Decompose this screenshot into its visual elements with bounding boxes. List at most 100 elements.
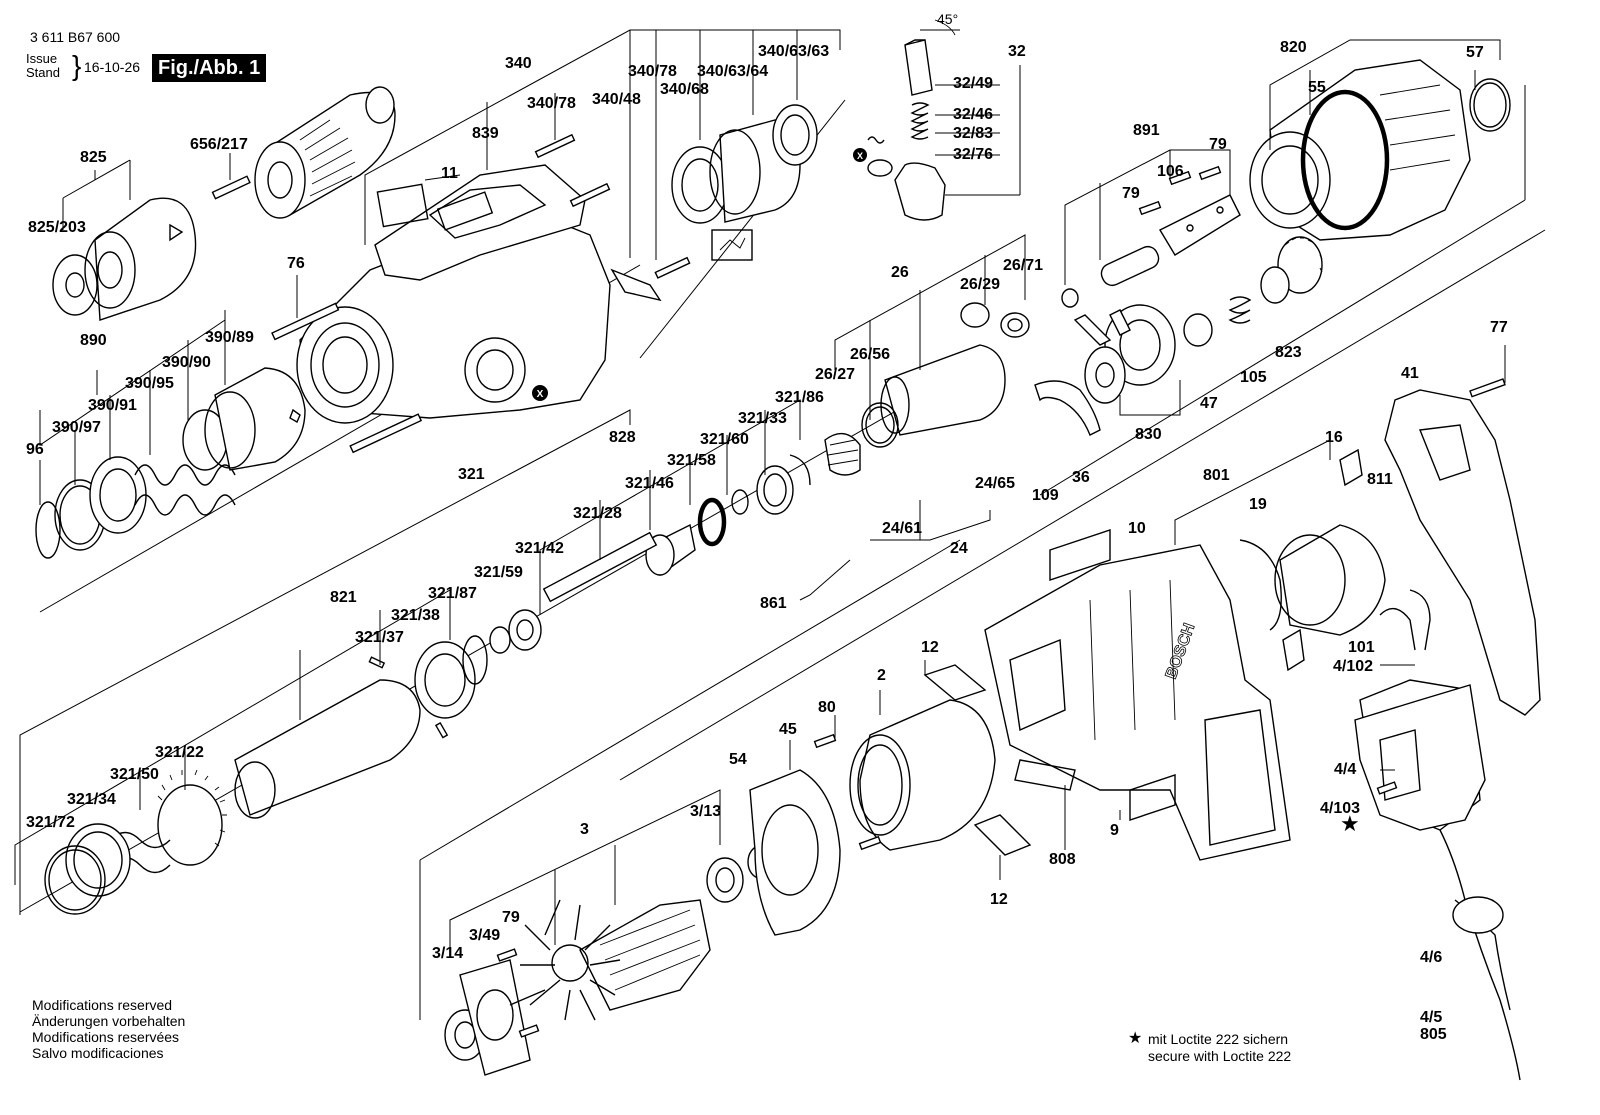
part-label: 321/42	[515, 540, 564, 557]
part-label: 340/78	[628, 63, 677, 80]
chuck-825-drawing	[52, 159, 197, 321]
part-label: 26	[891, 264, 909, 281]
part-label: 321/38	[391, 607, 440, 624]
tool-holder-821-drawing	[44, 635, 488, 915]
hammer-tube-321-drawing	[489, 454, 811, 654]
part-label: 45	[779, 721, 797, 738]
part-label: 340/63/64	[697, 63, 769, 80]
part-label: 79	[1209, 136, 1227, 153]
issue-brace: }	[72, 50, 82, 81]
part-label: 79	[502, 909, 520, 926]
part-label: 54	[729, 751, 747, 768]
document-number: 3 611 B67 600	[30, 29, 121, 45]
part-label: 808	[1049, 851, 1076, 868]
part-label: 340/78	[527, 95, 576, 112]
part-label: 825/203	[28, 219, 86, 236]
part-label: 2	[877, 667, 886, 684]
gear-housing-839-drawing: X	[271, 133, 691, 454]
figure-label: Fig./Abb. 1	[152, 54, 267, 82]
slider-891-drawing	[1061, 165, 1241, 308]
sds-chuck-drawing	[211, 86, 396, 219]
bearing-housing-820-drawing	[1249, 59, 1511, 241]
part-label: 9	[1110, 822, 1119, 839]
part-label: 57	[1466, 44, 1484, 61]
part-label: 26/27	[815, 366, 856, 383]
part-label: 4/5	[1420, 1009, 1443, 1026]
part-label: 32/83	[953, 125, 994, 142]
part-label: 823	[1275, 344, 1302, 361]
loctite-star-marker: ★	[1340, 811, 1360, 836]
part-label: 32/46	[953, 106, 994, 123]
part-label: 11	[441, 165, 458, 182]
part-label: 4/102	[1333, 658, 1374, 675]
part-label: 390/97	[52, 419, 101, 436]
part-label: 321/34	[67, 791, 116, 808]
part-label: 24/65	[975, 475, 1016, 492]
part-label: 828	[609, 429, 636, 446]
part-label: 3/13	[690, 803, 722, 820]
spring-pack-890-drawing	[35, 367, 306, 559]
part-label: 26/29	[960, 276, 1001, 293]
part-label: 26/71	[1003, 257, 1044, 274]
part-label: 321/72	[26, 814, 75, 831]
part-label: 96	[26, 441, 44, 458]
armature-3-drawing	[444, 664, 1032, 1076]
part-label: 340/48	[592, 91, 641, 108]
modifications-reserved-note: Modifications reserved Änderungen vorbeh…	[32, 997, 186, 1061]
part-label: 321/58	[667, 452, 716, 469]
part-label: 10	[1128, 520, 1146, 537]
part-label: 340	[505, 55, 532, 72]
part-label: 4/103	[1320, 800, 1361, 817]
reference-leader-lines	[14, 29, 1506, 955]
part-label: 105	[1240, 369, 1267, 386]
part-label: 321/33	[738, 410, 787, 427]
part-label: 3/49	[469, 927, 501, 944]
part-label: 32	[1008, 43, 1026, 60]
part-label: 891	[1133, 122, 1160, 139]
part-label: 890	[80, 332, 107, 349]
part-label: 321/86	[775, 389, 824, 406]
part-label: 321/46	[625, 475, 674, 492]
part-label: 390/91	[88, 397, 137, 414]
part-label: 12	[990, 891, 1008, 908]
part-label: 26/56	[850, 346, 891, 363]
loctite-note: mit Loctite 222 sichern secure with Loct…	[1148, 1031, 1292, 1064]
part-label: 77	[1490, 319, 1508, 336]
part-label: 390/89	[205, 329, 254, 346]
part-label: 41	[1401, 365, 1419, 382]
part-label: 820	[1280, 39, 1307, 56]
part-label: 340/68	[660, 81, 709, 98]
part-label: 4/6	[1420, 949, 1443, 966]
svg-text:X: X	[857, 151, 863, 161]
loctite-star-symbol: ★	[1128, 1030, 1143, 1047]
part-label: 47	[1200, 395, 1218, 412]
part-label: 106	[1157, 163, 1184, 180]
part-label: 390/90	[162, 354, 211, 371]
angle-note: 45°	[937, 11, 959, 27]
part-label: 861	[760, 595, 787, 612]
part-label: 321/50	[110, 766, 159, 783]
part-label: 321/37	[355, 629, 404, 646]
part-label: 3/14	[432, 945, 464, 962]
part-label: 24	[950, 540, 968, 557]
part-label: 4/4	[1334, 761, 1357, 778]
part-label: 321/59	[474, 564, 523, 581]
part-label: 80	[818, 699, 836, 716]
part-label: 839	[472, 125, 499, 142]
part-label: 3	[580, 821, 589, 838]
brush-holder-32-drawing: X	[853, 19, 1021, 221]
piston-26-drawing	[824, 302, 1030, 476]
part-label: 19	[1249, 496, 1267, 513]
motor-housing-drawing: BOSCH	[984, 529, 1291, 861]
part-label: 101	[1348, 639, 1375, 656]
part-label: 321	[458, 466, 485, 483]
part-label: 805	[1420, 1026, 1447, 1043]
part-label: 321/87	[428, 585, 477, 602]
part-label: 811	[1367, 471, 1393, 488]
svg-text:X: X	[537, 389, 544, 400]
part-label: 24/61	[882, 520, 923, 537]
part-label: 321/28	[573, 505, 622, 522]
part-label: 76	[287, 255, 305, 272]
